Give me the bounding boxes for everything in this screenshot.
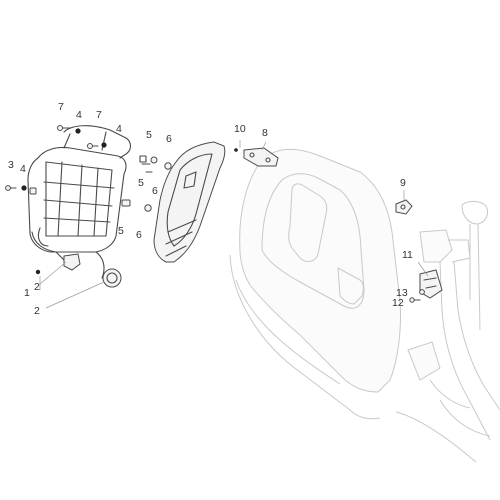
front-rack — [27, 125, 132, 279]
callout-4: 4 — [20, 163, 26, 175]
leader-lines — [39, 140, 429, 309]
callout-5: 5 — [138, 177, 144, 189]
callout-6: 6 — [136, 229, 142, 241]
callout-8: 8 — [262, 127, 268, 139]
horn-cover — [153, 141, 226, 263]
callout-7: 7 — [58, 101, 64, 113]
callout-10: 10 — [234, 123, 246, 135]
callout-5: 5 — [146, 129, 152, 141]
callout-4: 4 — [76, 109, 82, 121]
callout-12: 12 — [392, 297, 404, 309]
mount-tab-icon — [121, 199, 131, 207]
badge-washer — [35, 253, 122, 288]
callout-9: 9 — [400, 177, 406, 189]
callout-6: 6 — [152, 185, 158, 197]
hardware-group — [5, 125, 172, 212]
scooter-body-outline — [229, 148, 500, 463]
callout-2: 2 — [34, 281, 40, 293]
callout-2: 2 — [34, 305, 40, 317]
clip-9 — [395, 199, 413, 215]
callout-4: 4 — [116, 123, 122, 135]
bracket-8 — [234, 147, 279, 167]
callout-1: 1 — [24, 287, 30, 299]
callout-11: 11 — [402, 249, 413, 261]
callout-5: 5 — [118, 225, 124, 237]
callout-labels: 7 4 7 4 3 4 5 6 5 6 5 6 10 8 9 11 13 12 … — [8, 101, 413, 317]
callout-13: 13 — [396, 287, 408, 299]
callout-6: 6 — [166, 133, 172, 145]
callout-7: 7 — [96, 109, 102, 121]
callout-3: 3 — [8, 159, 14, 171]
bracket-11 — [409, 269, 443, 303]
